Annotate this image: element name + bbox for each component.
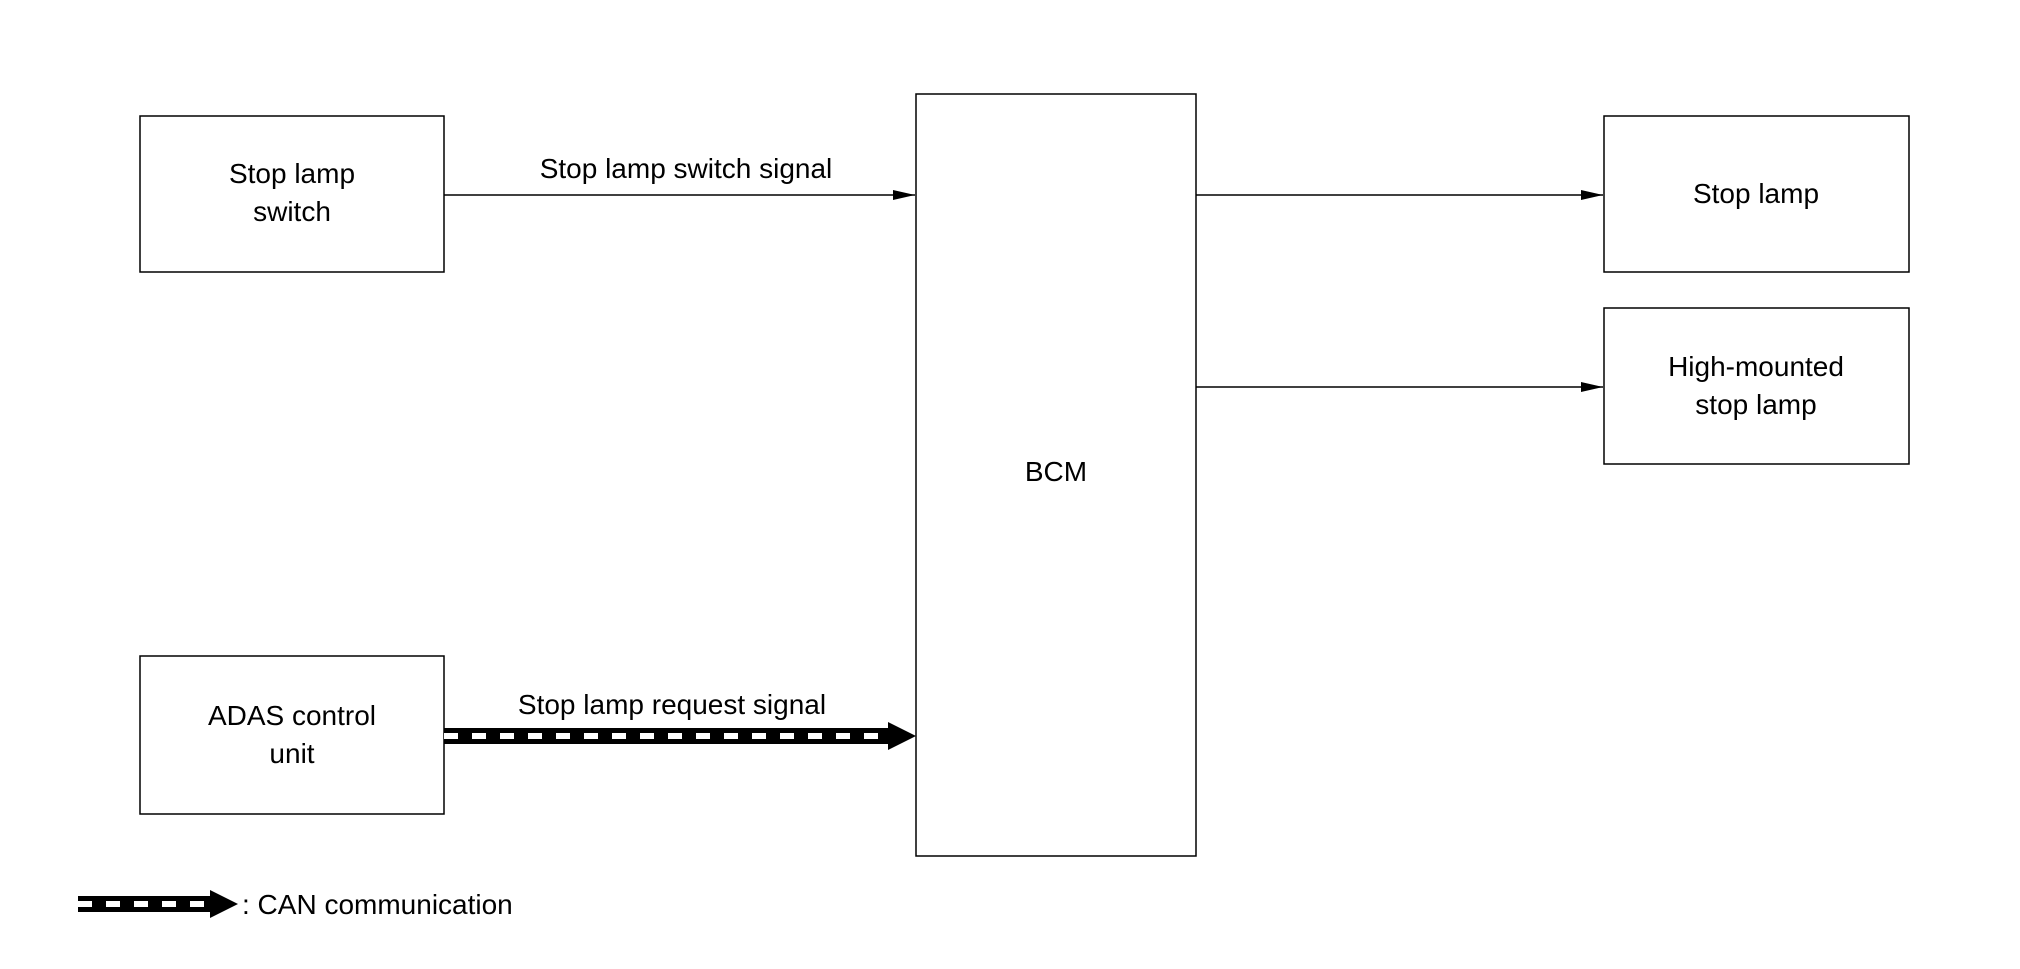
stop-lamp-request-signal-edge: Stop lamp request signal: [444, 689, 916, 750]
stop-lamp-switch-signal-edge: Stop lamp switch signal: [444, 153, 915, 200]
legend-can-arrowhead: [210, 890, 238, 918]
high-mounted-stop-lamp-label-line-1: High-mounted: [1668, 351, 1844, 382]
stop-lamp-request-signal-label: Stop lamp request signal: [518, 689, 826, 720]
adas-control-unit-label-line-1: ADAS control: [208, 700, 376, 731]
stop-lamp-node: Stop lamp: [1603, 115, 1910, 273]
stop-lamp-switch-label-line-1: Stop lamp: [229, 158, 355, 189]
high-mounted-stop-lamp-node: High-mounted stop lamp: [1603, 307, 1910, 465]
can-arrowhead: [888, 722, 916, 750]
stop-lamp-switch-label-line-2: switch: [253, 196, 331, 227]
stop-lamp-switch-node: Stop lamp switch: [139, 115, 445, 273]
bcm-node: BCM: [915, 93, 1197, 857]
legend-can-communication-label: : CAN communication: [242, 889, 513, 920]
bcm-label: BCM: [1025, 456, 1087, 487]
stop-lamp-label: Stop lamp: [1693, 178, 1819, 209]
adas-control-unit-label-line-2: unit: [269, 738, 314, 769]
legend: : CAN communication: [78, 889, 513, 920]
stop-lamp-switch-signal-label: Stop lamp switch signal: [540, 153, 833, 184]
high-mounted-stop-lamp-label-line-2: stop lamp: [1695, 389, 1816, 420]
can-line-outline: [444, 728, 890, 744]
adas-control-unit-node: ADAS control unit: [139, 655, 445, 815]
